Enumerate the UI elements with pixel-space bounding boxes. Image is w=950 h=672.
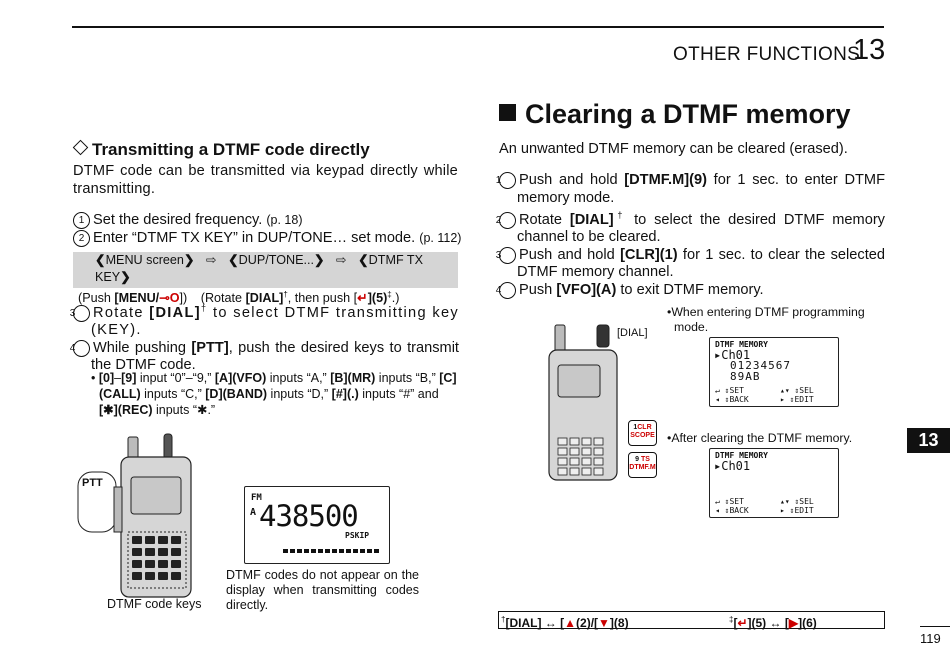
menu-path-box: ❮MENU screen❯ ⇨ ❮DUP/TONE...❯ ⇨ ❮DTMF TX… (73, 252, 458, 305)
key-icon: ⊸O (159, 291, 180, 306)
dial-label: [DIAL] (617, 327, 648, 339)
frequency-lcd: FM A 438500 PSKIP (244, 486, 390, 564)
header-rule (72, 26, 884, 28)
right-arrow-icon: ▶ (788, 616, 799, 630)
chapter-side-tab: 13 (907, 428, 950, 453)
radio-illustration-right (548, 324, 618, 481)
frequency-readout: 438500 (259, 499, 359, 533)
pskip-indicator: PSKIP (345, 531, 370, 540)
up-arrow-icon: ▲ (564, 616, 577, 630)
menu-path-keys: (Push [MENU/⊸O]) (Rotate [DIAL]†, then p… (78, 290, 400, 306)
dtmf-memory-key-button[interactable]: 9 TS DTMF.M (628, 452, 657, 478)
footnote-dial: †[DIAL] ↔ [▲(2)/[▼](8) (501, 615, 629, 630)
signal-meter (283, 549, 379, 553)
page-number-rule (920, 626, 950, 627)
page-number: 119 (920, 631, 941, 646)
header-section-title: OTHER FUNCTIONS (673, 44, 861, 65)
sub-intro: DTMF code can be transmitted via keypad … (73, 163, 458, 197)
clr-key-button[interactable]: 1CLR SCOPE (628, 420, 657, 446)
note-after-clearing: •After clearing the DTMF memory. (667, 431, 853, 445)
note-entering: •When entering DTMF programming mode. (667, 305, 865, 334)
down-arrow-icon: ▼ (598, 616, 610, 630)
diamond-bullet-icon (72, 139, 89, 156)
square-bullet-icon (499, 104, 516, 121)
radio-illustration-left (77, 433, 192, 598)
dtmf-keys-caption: DTMF code keys (107, 597, 202, 611)
header-chapter-number: 13 (853, 34, 886, 66)
sub-heading: Transmitting a DTMF code directly (72, 139, 370, 160)
footnote-enter: ‡[↵](5) ↔ [▶](6) (729, 615, 817, 630)
enter-icon: ↵ (737, 616, 748, 630)
lcd-caption: DTMF codes do not appear on the display … (226, 568, 419, 612)
vfo-a-indicator: A (250, 507, 257, 518)
dtmf-memory-lcd-cleared: DTMF MEMORY ▸Ch01 ↵ ⇕SET ▴▾ ⇕SEL ◂ ⇕BACK… (709, 448, 839, 518)
key-bullet: • [0]–[9] input “0”–“9,” [A](VFO) inputs… (91, 371, 457, 417)
dtmf-memory-lcd-entering: DTMF MEMORY ▸Ch01 01234567 89AB ↵ ⇕SET ▴… (709, 337, 839, 407)
footnote-box: †[DIAL] ↔ [▲(2)/[▼](8) ‡[↵](5) ↔ [▶](6) (498, 611, 885, 630)
intro-text: An unwanted DTMF memory can be cleared (… (499, 141, 848, 157)
menu-path-line: ❮MENU screen❯ ⇨ ❮DUP/TONE...❯ ⇨ ❮DTMF TX… (95, 253, 424, 284)
main-heading: Clearing a DTMF memory (499, 99, 851, 130)
fm-indicator: FM (251, 493, 262, 503)
enter-icon: ↵ (357, 291, 368, 306)
ptt-label: PTT (82, 477, 103, 489)
